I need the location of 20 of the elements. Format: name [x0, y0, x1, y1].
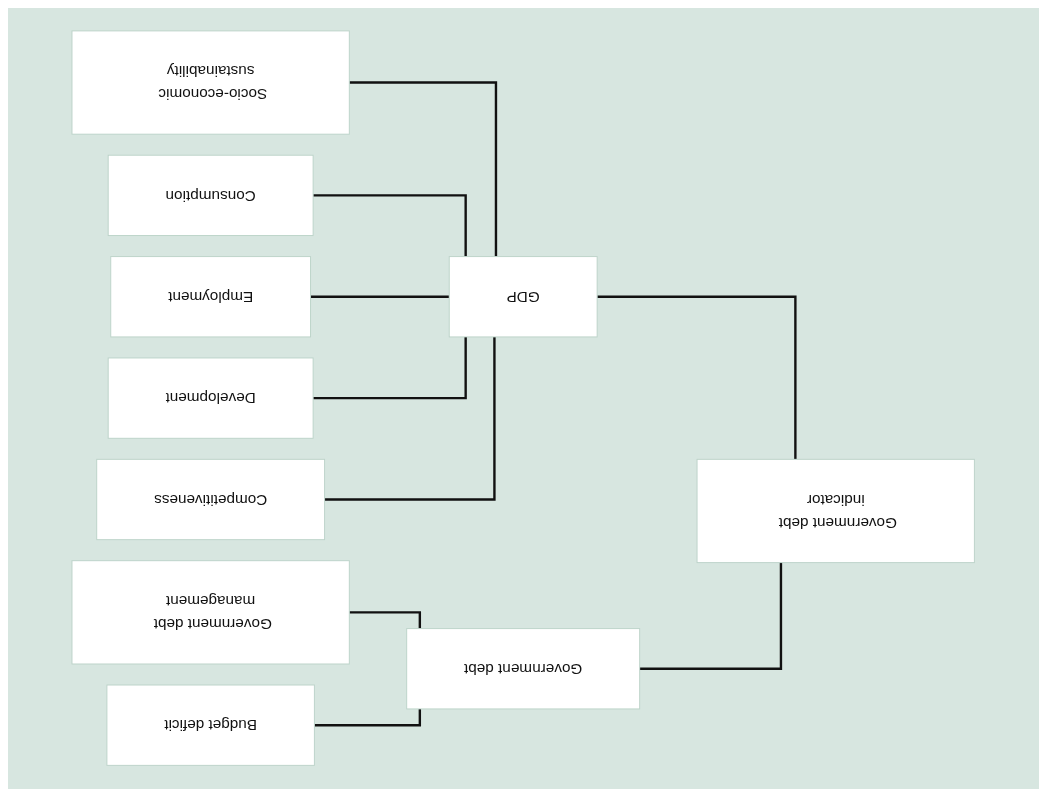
connector	[349, 81, 498, 257]
node-box	[108, 357, 314, 440]
connector	[640, 563, 783, 671]
connector	[313, 194, 468, 257]
connector	[597, 295, 797, 460]
node-box	[108, 155, 314, 237]
diagram-background: Government debt indicator Government debt Budget deficit Government debt management GDP Competitiveness Development Employment Consumption Socio-economic sustainability	[8, 8, 1039, 789]
node-box	[696, 459, 976, 564]
node-box	[71, 30, 351, 136]
node-box	[449, 256, 598, 338]
node-box	[96, 459, 326, 541]
node-box	[106, 684, 316, 767]
connector	[314, 709, 422, 727]
node-box	[71, 560, 351, 665]
node-box	[406, 628, 641, 710]
connector	[310, 295, 451, 299]
node-box	[110, 256, 312, 338]
connector	[324, 337, 496, 502]
connector	[349, 611, 422, 629]
connector	[313, 337, 468, 400]
